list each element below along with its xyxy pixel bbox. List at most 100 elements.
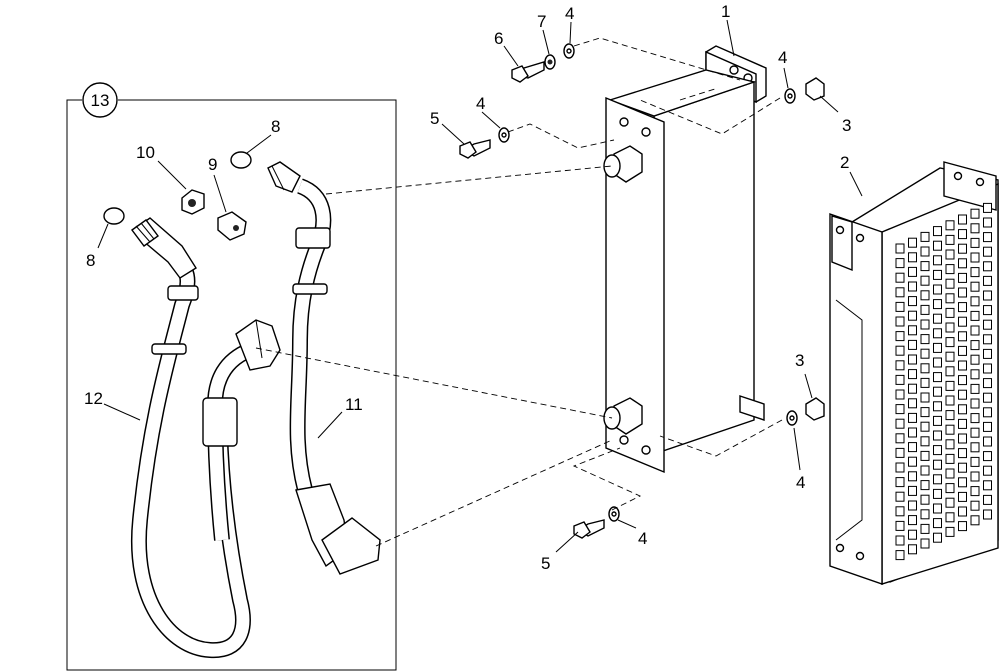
mesh-cell	[920, 465, 930, 476]
mesh-cell	[908, 427, 917, 438]
mesh-cell	[958, 345, 967, 356]
mesh-cell	[908, 398, 917, 409]
mesh-cell	[970, 237, 980, 248]
callout-5-bottom: 5	[541, 554, 550, 573]
mesh-cell	[908, 515, 917, 526]
mesh-cell	[933, 445, 942, 456]
mesh-cell	[933, 532, 942, 543]
mesh-cell	[958, 506, 967, 517]
mesh-cell	[970, 354, 980, 365]
oil-cooler-1	[603, 45, 767, 474]
mesh-cell	[945, 424, 955, 435]
mesh-cell	[983, 480, 992, 491]
mesh-cell	[920, 261, 930, 272]
mesh-cell	[958, 302, 967, 313]
mesh-cell	[895, 287, 905, 298]
mesh-cell	[933, 269, 942, 280]
mesh-cell	[983, 407, 992, 418]
callout-8-left: 8	[86, 251, 95, 270]
mesh-cell	[895, 389, 905, 400]
mesh-cell	[895, 331, 905, 342]
mesh-cell	[983, 246, 992, 257]
mesh-cell	[970, 471, 980, 482]
o-ring-8-left	[103, 207, 125, 225]
hose-kit-box: 13	[66, 82, 397, 671]
kit-callout-circle	[82, 82, 118, 118]
callout-12: 12	[84, 389, 103, 408]
bolt-5-bottom	[573, 519, 605, 539]
mesh-cell	[983, 232, 992, 243]
mesh-cell	[908, 544, 917, 555]
mesh-cell	[895, 345, 905, 356]
nut-3-bottom	[805, 397, 825, 421]
mesh-cell	[983, 202, 992, 213]
mesh-cell	[920, 523, 930, 534]
mesh-cell	[958, 389, 967, 400]
mesh-cell	[920, 407, 930, 418]
callout-4-right-bottom: 4	[796, 473, 805, 492]
callout-4-top: 4	[565, 4, 574, 23]
hose-11	[267, 161, 381, 575]
callout-4-mid: 4	[476, 94, 485, 113]
mesh-cell	[945, 395, 955, 406]
mesh-cell	[920, 538, 930, 549]
mesh-cell	[983, 378, 992, 389]
mesh-cell	[983, 290, 992, 301]
mesh-cell	[983, 363, 992, 374]
mesh-cell	[933, 226, 942, 237]
hose-11-ferrule	[295, 227, 331, 249]
nut-3-top	[805, 77, 825, 101]
mesh-cell	[933, 240, 942, 251]
mesh-cell	[920, 334, 930, 345]
mesh-cell	[983, 465, 992, 476]
mesh-cell	[970, 208, 980, 219]
mesh-cell	[983, 305, 992, 316]
mesh-cell	[970, 296, 980, 307]
callout-8-right: 8	[271, 117, 280, 136]
bolt-5-top	[459, 139, 491, 159]
mesh-cell	[920, 450, 930, 461]
mesh-cell	[895, 491, 905, 502]
callout-7: 7	[537, 12, 546, 31]
mesh-cell	[958, 418, 967, 429]
mesh-cell	[933, 299, 942, 310]
mesh-cell	[908, 339, 917, 350]
mesh-cell	[920, 304, 930, 315]
mesh-cell	[970, 413, 980, 424]
mesh-cell	[945, 234, 955, 245]
mesh-cell	[983, 421, 992, 432]
assembly-leader-lines	[255, 37, 783, 547]
mesh-cell	[945, 337, 955, 348]
mesh-cell	[933, 401, 942, 412]
mesh-cell	[908, 383, 917, 394]
mesh-cell	[970, 223, 980, 234]
mesh-cell	[958, 331, 967, 342]
mesh-cell	[958, 229, 967, 240]
mesh-cell	[983, 261, 992, 272]
mesh-cell	[945, 410, 955, 421]
mesh-cell	[970, 456, 980, 467]
mesh-cell	[945, 512, 955, 523]
mesh-cell	[945, 366, 955, 377]
mesh-cell	[908, 471, 917, 482]
callout-4-bottom: 4	[638, 529, 647, 548]
mesh-cell	[983, 392, 992, 403]
mesh-cell	[920, 231, 930, 242]
mesh-cell	[983, 275, 992, 286]
mesh-cell	[958, 433, 967, 444]
mesh-cell	[895, 520, 905, 531]
mesh-cell	[945, 483, 955, 494]
mesh-cell	[920, 392, 930, 403]
mesh-cell	[970, 340, 980, 351]
hose-11-band	[292, 283, 328, 295]
hose-middle	[202, 319, 281, 541]
mesh-cell	[908, 354, 917, 365]
mesh-cell	[895, 418, 905, 429]
mesh-cell	[920, 363, 930, 374]
mesh-cell	[895, 374, 905, 385]
screen-guard-2	[829, 161, 999, 585]
mesh-cell	[933, 328, 942, 339]
hose-12-ferrule	[167, 285, 199, 301]
mesh-cell	[895, 433, 905, 444]
mesh-cell	[945, 439, 955, 450]
